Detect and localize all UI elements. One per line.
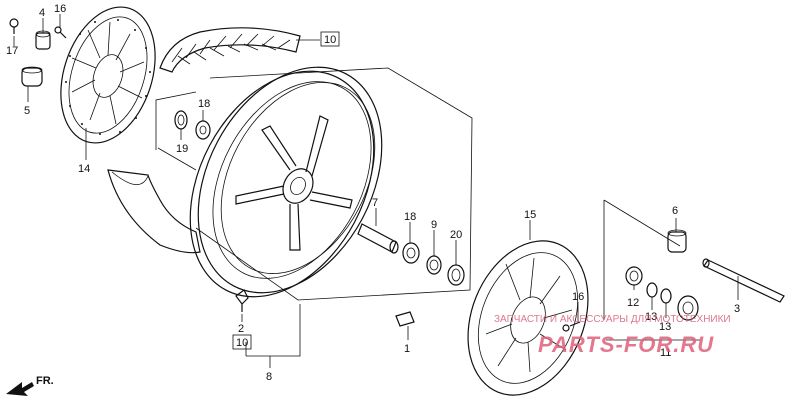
- callout-14: 14: [78, 163, 90, 175]
- washer-13a: [646, 282, 658, 298]
- callout-10-top: 10: [324, 34, 336, 46]
- callout-5: 5: [24, 105, 30, 117]
- left-brake-disc: [60, 6, 156, 144]
- washer-13b: [660, 288, 672, 304]
- bearing-18-left: [195, 120, 211, 140]
- right-brake-disc: [467, 240, 589, 396]
- callout-3: 3: [734, 303, 740, 315]
- watermark-tagline: ЗАПЧАСТИ И АКСЕССУАРЫ ДЛЯ МОТОТЕХНИКИ: [494, 314, 731, 325]
- callout-11: 11: [660, 347, 671, 359]
- callout-2: 2: [238, 323, 244, 335]
- weight-1: [395, 311, 415, 327]
- callout-4: 4: [39, 7, 45, 19]
- axle-3: [702, 258, 785, 303]
- callout-8: 8: [266, 371, 272, 383]
- spacer-7: [357, 223, 399, 254]
- front-direction-arrow-icon: [6, 382, 34, 396]
- front-direction-label: FR.: [36, 375, 54, 387]
- callout-13-a: 13: [645, 311, 657, 323]
- bolt-16-left: [54, 26, 67, 39]
- watermark-brand: PARTS-FOR.RU: [538, 332, 714, 357]
- collar-4: [35, 30, 51, 50]
- callout-12: 12: [627, 297, 639, 309]
- callout-17: 17: [6, 45, 18, 57]
- callout-10-bottom: 10: [236, 337, 248, 349]
- callout-9: 9: [431, 219, 437, 231]
- bolt-17: [9, 18, 19, 34]
- wheel-rim: [155, 66, 473, 301]
- callout-16-left: 16: [54, 3, 66, 15]
- nut-12: [625, 266, 643, 286]
- bolt-16-right: [562, 321, 581, 332]
- callout-labels: 4 16 17 5 14 10 18 19 7 18 9 20 15 16 6 …: [6, 3, 740, 383]
- callout-19: 19: [176, 143, 188, 155]
- callout-20: 20: [450, 229, 462, 241]
- tire-lower-cutaway: [107, 169, 201, 254]
- callout-16-right: 16: [572, 291, 584, 303]
- callout-15: 15: [524, 209, 536, 221]
- callout-6: 6: [672, 205, 678, 217]
- collar-6: [667, 229, 687, 253]
- callout-7: 7: [372, 197, 378, 209]
- tire-cutaway-10: [159, 27, 301, 73]
- seal-9: [426, 255, 442, 275]
- seal-20: [447, 264, 465, 286]
- seal-5: [21, 66, 43, 87]
- callout-1: 1: [404, 343, 410, 355]
- valve-2: [235, 289, 249, 312]
- leader-lines: [13, 14, 739, 368]
- callout-18-left: 18: [198, 98, 210, 110]
- callout-18-right: 18: [404, 211, 416, 223]
- bearing-18-right: [402, 242, 420, 264]
- seal-19: [174, 110, 188, 130]
- callout-13-b: 13: [659, 321, 671, 333]
- hub-collar-11: [677, 295, 699, 321]
